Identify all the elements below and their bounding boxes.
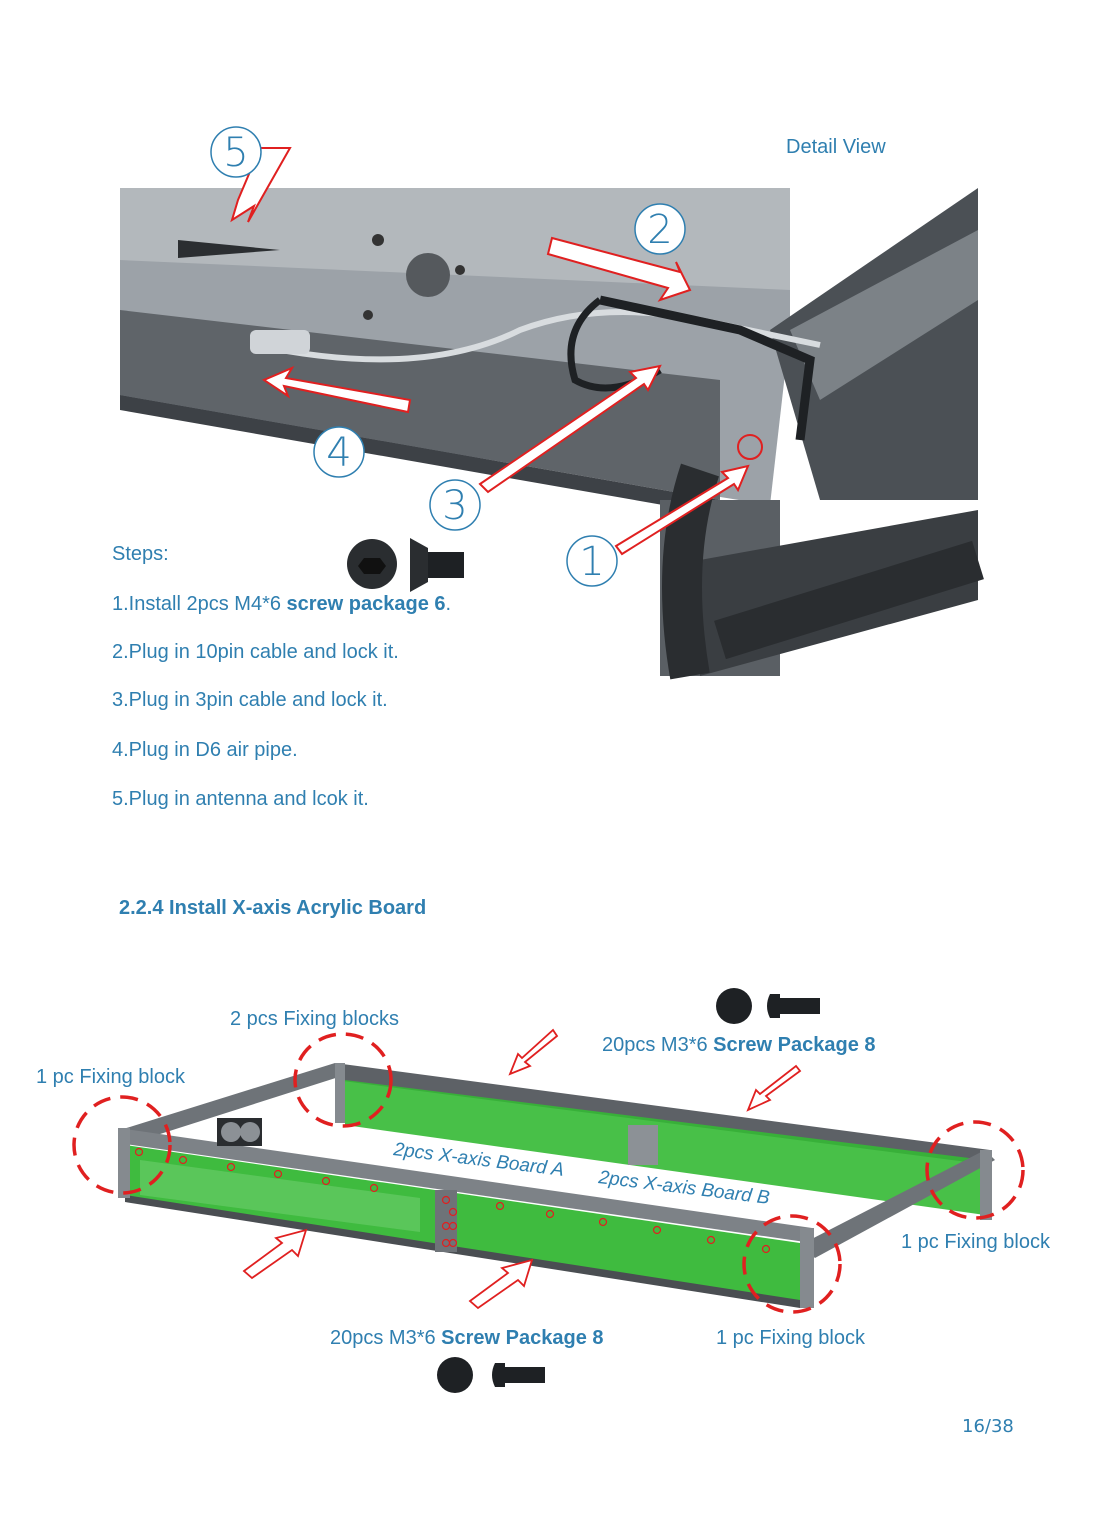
step-3: 3.Plug in 3pin cable and lock it.	[112, 689, 388, 711]
label-fixing-block-right: 1 pc Fixing block	[901, 1231, 1050, 1253]
callout-5: 5	[210, 126, 262, 178]
m4-screw-side-icon	[410, 538, 464, 592]
callout-4: 4	[313, 426, 365, 478]
svg-text:5: 5	[223, 130, 248, 176]
page-number: 16/38	[962, 1416, 1014, 1437]
laser-head-detail-illustration: 5 2 4 3 1	[120, 126, 984, 680]
arrow-4	[261, 365, 412, 414]
dashed-circle-front-right	[742, 1214, 842, 1314]
steps-heading: Steps:	[112, 543, 169, 565]
callout-3: 3	[429, 479, 481, 531]
arrow-5	[230, 147, 292, 223]
m3-screw-side-icon-top	[767, 994, 820, 1018]
step-2: 2.Plug in 10pin cable and lock it.	[112, 641, 399, 663]
arrow-1	[614, 464, 750, 556]
svg-text:3: 3	[442, 483, 467, 529]
screw-label-top: 20pcs M3*6 Screw Package 8	[602, 1034, 876, 1056]
screw-package-6-label: screw package 6	[286, 593, 446, 615]
label-fixing-block-left: 1 pc Fixing block	[36, 1066, 185, 1088]
callout-1: 1	[566, 535, 618, 587]
label-2pcs-fixing-blocks: 2 pcs Fixing blocks	[230, 1008, 399, 1030]
svg-text:1: 1	[579, 539, 604, 585]
section-title: 2.2.4 Install X-axis Acrylic Board	[119, 897, 427, 919]
svg-text:2: 2	[647, 207, 672, 253]
m4-screw-head-icon	[347, 539, 397, 589]
m3-screw-side-icon-bottom	[492, 1363, 545, 1387]
arrow-bottom-left	[242, 1228, 308, 1280]
arrow-3	[478, 364, 662, 494]
arrow-top-left	[508, 1028, 559, 1076]
step-1: 1.Install 2pcs M4*6 screw package 6.	[112, 593, 452, 615]
m3-screw-head-icon-top	[716, 988, 752, 1024]
label-fixing-block-bottom: 1 pc Fixing block	[716, 1327, 865, 1349]
svg-text:4: 4	[326, 430, 351, 476]
step-5: 5.Plug in antenna and lcok it.	[112, 788, 369, 810]
callout-2: 2	[634, 203, 686, 255]
dashed-circle-back-left	[293, 1032, 393, 1128]
arrow-top-right	[746, 1064, 802, 1112]
dashed-circle-left	[72, 1095, 172, 1195]
arrow-2	[546, 236, 692, 302]
arrow-bottom-middle	[468, 1258, 534, 1310]
dashed-circle-right	[925, 1120, 1025, 1220]
step-4: 4.Plug in D6 air pipe.	[112, 739, 298, 761]
screw-label-bottom: 20pcs M3*6 Screw Package 8	[330, 1327, 604, 1349]
detail-view-label: Detail View	[786, 136, 886, 158]
m3-screw-head-icon-bottom	[437, 1357, 473, 1393]
